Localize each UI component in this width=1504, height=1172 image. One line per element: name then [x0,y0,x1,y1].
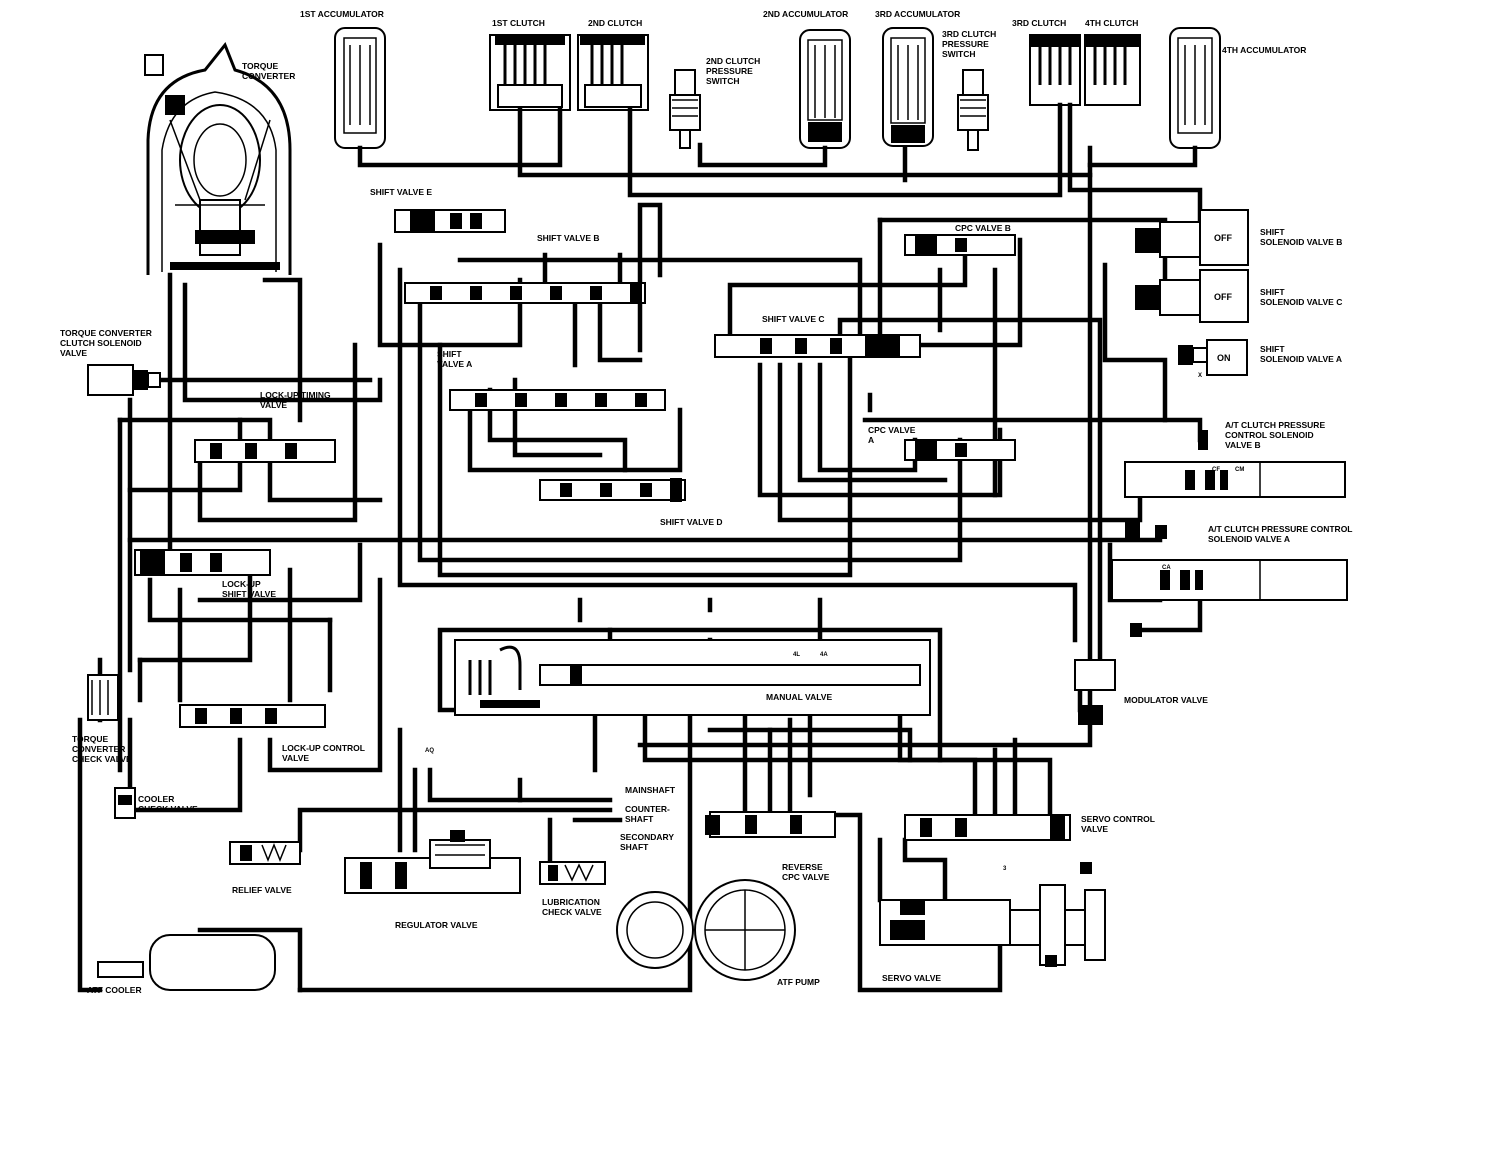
shift-solenoid-a-label: SHIFT SOLENOID VALVE A [1260,344,1342,364]
shift-valve-c[interactable] [714,334,921,358]
servo-valve-label: SERVO VALVE [882,973,941,983]
second-clutch-label: 2ND CLUTCH [588,18,642,28]
second-clutch-pressure-switch-label: 2ND CLUTCH PRESSURE SWITCH [706,56,763,86]
cooler-check-valve[interactable] [114,787,136,819]
tc-check-valve[interactable] [87,674,119,721]
lockup-control-valve-label: LOCK-UP CONTROL VALVE [282,743,367,763]
second-clutch [577,34,649,111]
at-clutch-pcs-a-label: A/T CLUTCH PRESSURE CONTROL SOLENOID VAL… [1208,524,1355,544]
at-clutch-pcs-a[interactable] [1111,520,1348,601]
atf-cooler-label: ATF COOLER [87,985,142,995]
first-clutch [489,34,571,111]
atf-pump [616,879,796,981]
shift-valve-e-label: SHIFT VALVE E [370,187,432,197]
lockup-shift-valve-label: LOCK-UP SHIFT VALVE [222,579,276,599]
relief-valve[interactable] [229,841,301,865]
svg-text:CM: CM [1235,467,1244,473]
torque-converter-label: TORQUE CONVERTER [242,61,295,81]
svg-text:CF: CF [1212,467,1220,473]
shift-valve-b-label: SHIFT VALVE B [537,233,600,243]
manual-valve[interactable] [454,639,931,716]
cpc-valve-b-label: CPC VALVE B [955,223,1011,233]
svg-text:3: 3 [1003,866,1007,872]
lockup-timing-valve[interactable] [194,439,336,463]
atf-pump-label: ATF PUMP [777,977,820,987]
modulator-valve[interactable] [1074,623,1142,725]
fourth-accumulator [1169,27,1221,149]
regulator-valve-label: REGULATOR VALVE [395,920,478,930]
shift-solenoid-c[interactable]: OFF [1135,269,1249,323]
servo-valve[interactable] [879,862,1106,967]
cpc-valve-a[interactable] [904,439,1016,461]
shift-solenoid-a[interactable]: ON [1178,339,1248,376]
reverse-cpc-valve[interactable] [705,811,836,838]
servo-control-valve[interactable] [904,814,1071,841]
relief-valve-label: RELIEF VALVE [232,885,292,895]
shift-solenoid-b-state: OFF [1214,233,1232,243]
reverse-cpc-valve-label: REVERSE CPC VALVE [782,862,830,882]
first-clutch-label: 1ST CLUTCH [492,18,545,28]
shift-valve-d-label: SHIFT VALVE D [660,517,723,527]
second-accumulator [799,29,851,149]
port-marks: CF CM CA X AQ 4L 4A 3 [425,373,1244,872]
cpc-valve-b[interactable] [904,234,1016,256]
lockup-control-valve[interactable] [179,704,326,728]
fourth-accumulator-label: 4TH ACCUMULATOR [1222,45,1306,55]
manual-valve-label: MANUAL VALVE [766,692,832,702]
cpc-valve-a-label: CPC VALVE A [868,425,918,445]
servo-control-valve-label: SERVO CONTROL VALVE [1081,814,1157,834]
regulator-valve[interactable] [344,830,521,894]
first-accumulator-label: 1ST ACCUMULATOR [300,9,384,19]
atf-cooler [97,934,276,991]
tc-check-valve-label: TORQUE CONVERTER CHECK VALVE [72,734,132,764]
shift-solenoid-b[interactable]: OFF [1135,209,1249,266]
cooler-check-valve-label: COOLER CHECK VALVE [138,794,198,814]
lockup-timing-valve-label: LOCK-UP TIMING VALVE [260,390,333,410]
shift-solenoid-b-label: SHIFT SOLENOID VALVE B [1260,227,1342,247]
at-clutch-pcs-b[interactable] [1124,430,1346,498]
third-accumulator [882,27,934,147]
svg-text:AQ: AQ [425,748,434,754]
shift-solenoid-c-state: OFF [1214,292,1232,302]
shift-solenoid-c-label: SHIFT SOLENOID VALVE C [1260,287,1342,307]
svg-text:4L: 4L [793,652,800,658]
shift-valve-a[interactable] [449,389,666,411]
at-clutch-pcs-b-label: A/T CLUTCH PRESSURE CONTROL SOLENOID VAL… [1225,420,1328,450]
third-clutch-pressure-switch [957,69,989,151]
fourth-clutch-label: 4TH CLUTCH [1085,18,1138,28]
shift-valve-d[interactable] [539,478,686,502]
third-clutch-label: 3RD CLUTCH [1012,18,1066,28]
svg-text:CA: CA [1162,565,1171,571]
modulator-valve-label: MODULATOR VALVE [1124,695,1208,705]
svg-text:X: X [1198,373,1202,379]
shift-solenoid-a-state: ON [1217,353,1231,363]
shift-valve-e[interactable] [394,209,506,233]
first-accumulator [334,27,386,149]
shift-valve-a-label: SHIFT VALVE A [437,349,472,369]
lubrication-check-valve[interactable] [539,861,606,885]
second-accumulator-label: 2ND ACCUMULATOR [763,9,848,19]
lubrication-check-valve-label: LUBRICATION CHECK VALVE [542,897,602,917]
torque-converter [144,42,292,275]
tcc-solenoid-valve-label: TORQUE CONVERTER CLUTCH SOLENOID VALVE [60,328,154,358]
shift-valve-c-label: SHIFT VALVE C [762,314,825,324]
third-accumulator-label: 3RD ACCUMULATOR [875,9,960,19]
fourth-clutch [1084,34,1141,106]
secondary-shaft-label: SECONDARY SHAFT [620,832,676,852]
third-clutch-pressure-switch-label: 3RD CLUTCH PRESSURE SWITCH [942,29,999,59]
svg-text:4A: 4A [820,652,828,658]
second-clutch-pressure-switch [669,69,701,149]
shift-valve-b[interactable] [404,282,646,304]
tcc-solenoid-valve[interactable] [87,364,161,396]
third-clutch [1029,34,1081,106]
lockup-shift-valve[interactable] [134,549,271,576]
mainshaft-label: MAINSHAFT [625,785,676,795]
countershaft-label: COUNTER- SHAFT [625,804,672,824]
hydraulic-lines [77,102,1203,993]
